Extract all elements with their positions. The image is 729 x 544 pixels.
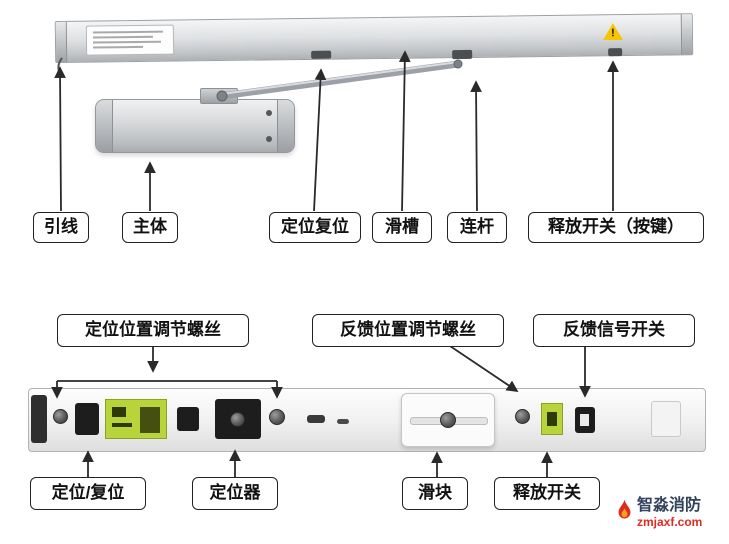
label-slider: 滑块 xyxy=(402,477,468,510)
body-right-cap xyxy=(277,100,294,152)
warning-icon: ! xyxy=(603,23,623,40)
label-lead-wire: 引线 xyxy=(33,212,89,243)
brand-url: zmjaxf.com xyxy=(637,515,703,529)
rail-right-notch xyxy=(651,401,681,437)
feedback-adjust-screw xyxy=(515,409,530,424)
rail-slot xyxy=(337,419,349,424)
brand-watermark: 智淼消防 zmjaxf.com xyxy=(616,497,702,529)
rail-right-cap xyxy=(680,14,693,55)
label-release-switch: 释放开关 xyxy=(494,477,600,510)
release-switch-sticker xyxy=(541,403,563,435)
switch-actuator xyxy=(580,414,589,426)
rail-slot xyxy=(307,415,325,423)
label-link-rod: 连杆 xyxy=(447,212,507,243)
slider-block xyxy=(401,393,495,447)
label-positioner: 定位器 xyxy=(192,477,278,510)
position-reset-switch xyxy=(75,403,99,435)
positioner-screw xyxy=(230,412,245,427)
label-position-adjust-screw: 定位位置调节螺丝 xyxy=(57,314,249,347)
position-adjust-screw-right xyxy=(269,409,285,425)
sticker-glyph xyxy=(547,412,557,426)
slide-channel-rail: ! xyxy=(54,13,694,63)
body-screw-icon xyxy=(266,110,272,116)
wire-block xyxy=(177,407,199,431)
link-rod-arm xyxy=(57,57,463,102)
rail-left-cap xyxy=(55,21,68,62)
body-screw-icon xyxy=(266,136,272,142)
arm-slider-in-rail xyxy=(452,49,473,60)
label-release-switch-button: 释放开关（按键） xyxy=(528,212,704,243)
position-reset-unit xyxy=(311,50,332,59)
position-adjust-screw-left xyxy=(53,409,68,424)
label-position-reset: 定位复位 xyxy=(269,212,361,243)
label-feedback-adjust-screw: 反馈位置调节螺丝 xyxy=(312,314,504,347)
brand-name: 智淼消防 xyxy=(637,497,702,514)
label-slide-channel: 滑槽 xyxy=(372,212,432,243)
release-button xyxy=(608,48,623,57)
sticker-glyph xyxy=(112,423,132,427)
label-feedback-signal-switch: 反馈信号开关 xyxy=(533,314,695,347)
slider-screw xyxy=(440,412,456,428)
label-body: 主体 xyxy=(122,212,178,243)
closer-pinion-mount xyxy=(200,88,238,104)
instruction-sticker xyxy=(105,399,167,439)
sticker-glyph xyxy=(140,407,160,433)
rail-internal-view xyxy=(28,388,706,452)
label-position-reset-switch: 定位/复位 xyxy=(30,477,146,510)
door-closer-body xyxy=(95,99,295,153)
flame-icon xyxy=(618,499,631,519)
product-label-sticker xyxy=(85,24,175,56)
sticker-glyph xyxy=(112,407,126,417)
rail-end-cap xyxy=(31,395,47,443)
body-left-cap xyxy=(96,100,113,152)
